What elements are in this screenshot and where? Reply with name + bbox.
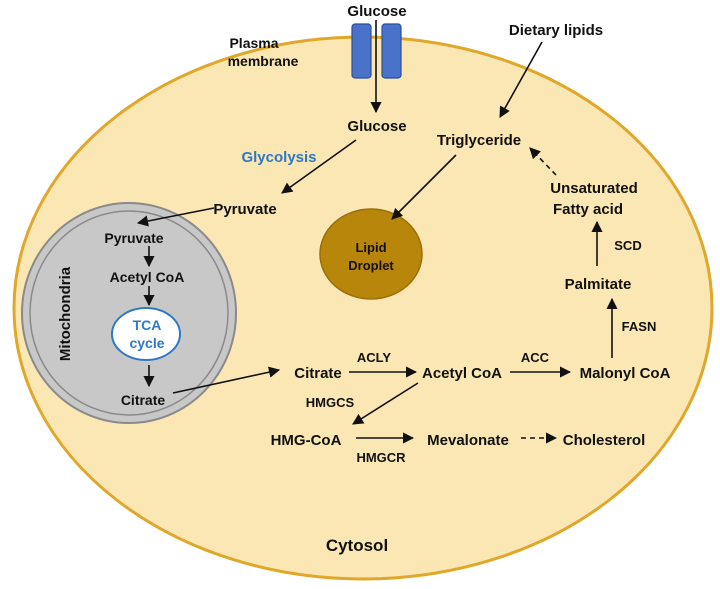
pyruvate-cytosol-label: Pyruvate bbox=[213, 201, 276, 218]
plasma-membrane-label-1: Plasma bbox=[229, 35, 278, 51]
arrow-unsaturated-to-tg bbox=[529, 147, 557, 176]
tca-cycle-label-2: cycle bbox=[129, 335, 164, 351]
acetyl-coa-cytosol-label: Acetyl CoA bbox=[422, 365, 502, 382]
unsaturated-label-2: Fatty acid bbox=[553, 201, 623, 218]
mitochondria-label: Mitochondria bbox=[57, 266, 74, 361]
glycolysis-label: Glycolysis bbox=[241, 149, 316, 166]
pyruvate-mito-label: Pyruvate bbox=[104, 230, 163, 246]
lipid-droplet bbox=[319, 208, 423, 300]
arrow-hmgcs bbox=[352, 382, 419, 425]
arrow-pyruvate-to-mito bbox=[136, 207, 215, 227]
mevalonate-label: Mevalonate bbox=[427, 432, 509, 449]
dietary-lipids-label: Dietary lipids bbox=[509, 22, 603, 39]
glucose-outside-label: Glucose bbox=[347, 3, 406, 20]
scd-label: SCD bbox=[614, 238, 641, 253]
acc-label: ACC bbox=[521, 350, 550, 365]
lipid-droplet-label-2: Droplet bbox=[348, 258, 394, 273]
hmgcs-label: HMGCS bbox=[306, 395, 355, 410]
palmitate-label: Palmitate bbox=[565, 276, 632, 293]
glucose-inside-label: Glucose bbox=[347, 118, 406, 135]
hmg-coa-label: HMG-CoA bbox=[271, 432, 342, 449]
arrow-citrate-export bbox=[172, 366, 281, 394]
malonyl-coa-label: Malonyl CoA bbox=[580, 365, 671, 382]
citrate-mito-label: Citrate bbox=[121, 392, 166, 408]
citrate-cytosol-label: Citrate bbox=[294, 365, 342, 382]
arrow-tg-to-droplet bbox=[391, 154, 457, 220]
mitochondria-inner-membrane bbox=[29, 210, 229, 416]
arrow-dietary-lipids bbox=[499, 41, 543, 118]
cholesterol-label: Cholesterol bbox=[563, 432, 646, 449]
unsaturated-label-1: Unsaturated bbox=[550, 180, 638, 197]
acetyl-coa-mito-label: Acetyl CoA bbox=[110, 269, 185, 285]
triglyceride-label: Triglyceride bbox=[437, 132, 521, 149]
tca-cycle-label-1: TCA bbox=[133, 317, 162, 333]
plasma-membrane-label-2: membrane bbox=[228, 53, 299, 69]
cytosol-label: Cytosol bbox=[326, 536, 388, 555]
lipid-droplet-label-1: Lipid bbox=[355, 240, 386, 255]
arrow-glycolysis bbox=[281, 139, 357, 194]
fasn-label: FASN bbox=[622, 319, 657, 334]
tca-cycle-circle bbox=[111, 307, 181, 361]
hmgcr-label: HMGCR bbox=[356, 450, 406, 465]
glucose-transporter bbox=[351, 23, 402, 79]
acly-label: ACLY bbox=[357, 350, 392, 365]
